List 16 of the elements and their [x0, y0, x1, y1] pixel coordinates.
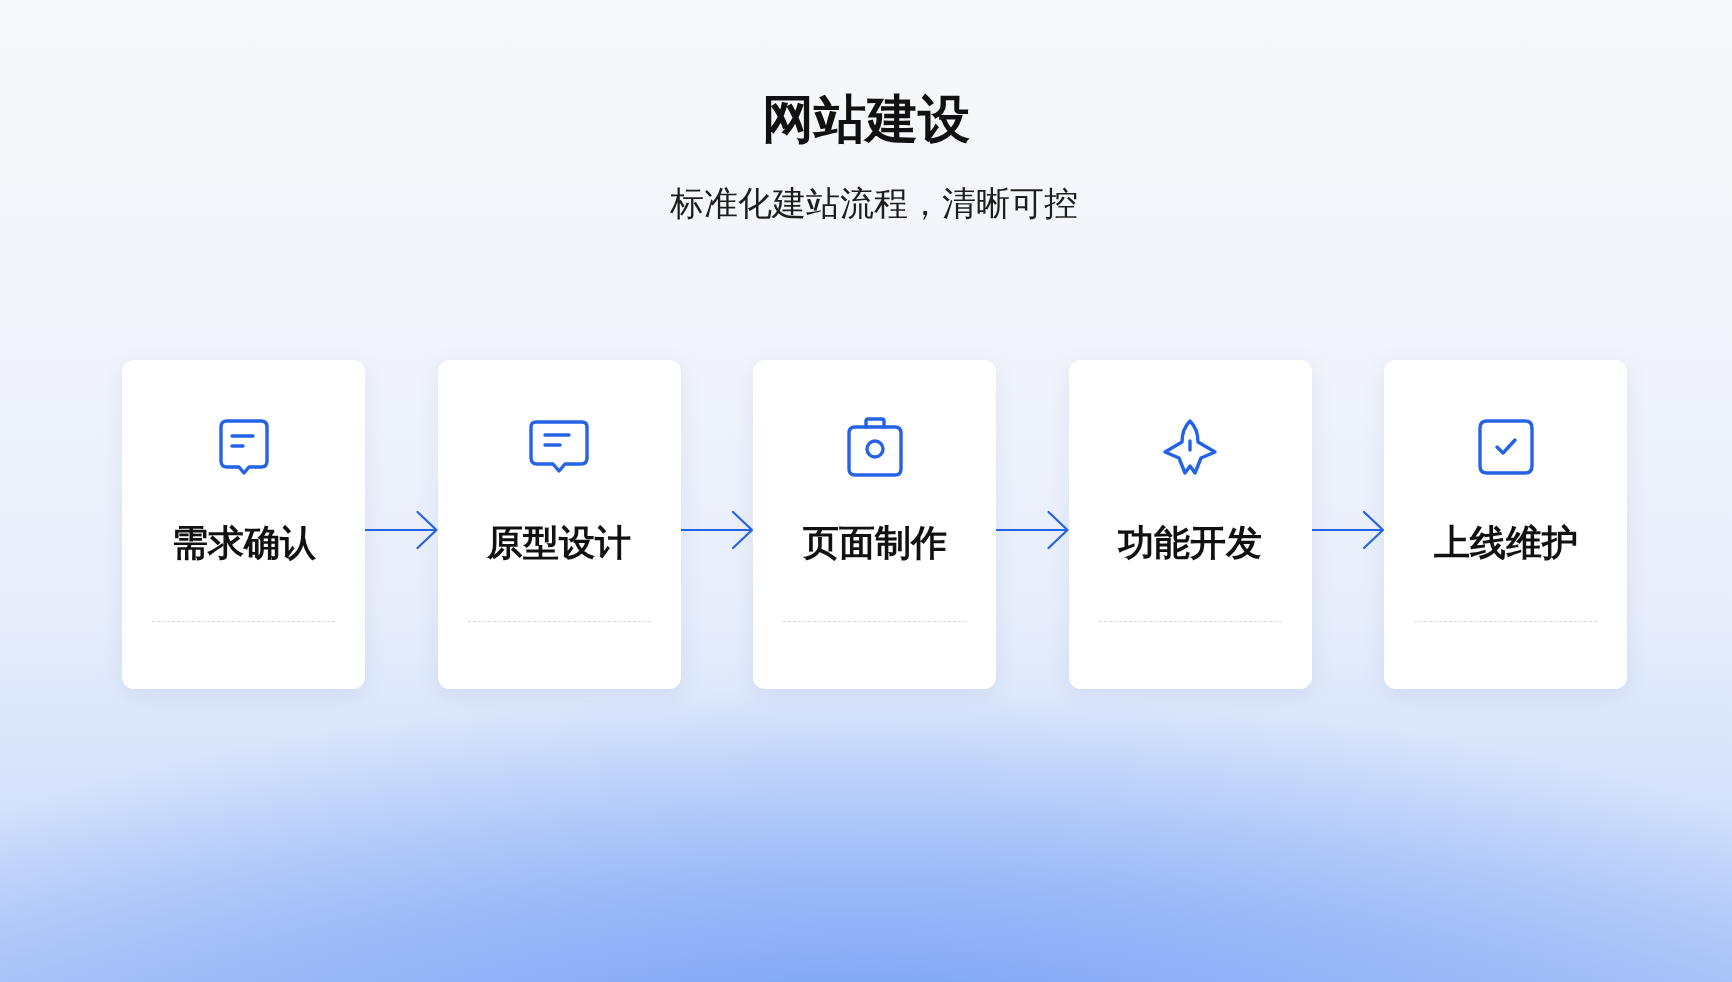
step-label: 上线维护 [1433, 521, 1578, 565]
step-card [753, 360, 996, 689]
title: 网站建设 [762, 88, 970, 150]
step-label: 功能开发 [1118, 521, 1262, 565]
arrow [365, 510, 438, 550]
step-label: 需求确认 [171, 521, 316, 565]
subtitle: 标准化建站流程，清晰可控 [670, 182, 1078, 225]
step-label: 页面制作 [802, 521, 947, 565]
step-label: 原型设计 [487, 521, 631, 565]
step-card [1384, 360, 1627, 689]
step-card [1068, 360, 1312, 689]
step-card [122, 360, 365, 689]
arrow [1311, 510, 1385, 550]
arrow [996, 510, 1069, 550]
step-card [437, 360, 681, 689]
arrow [680, 510, 754, 550]
